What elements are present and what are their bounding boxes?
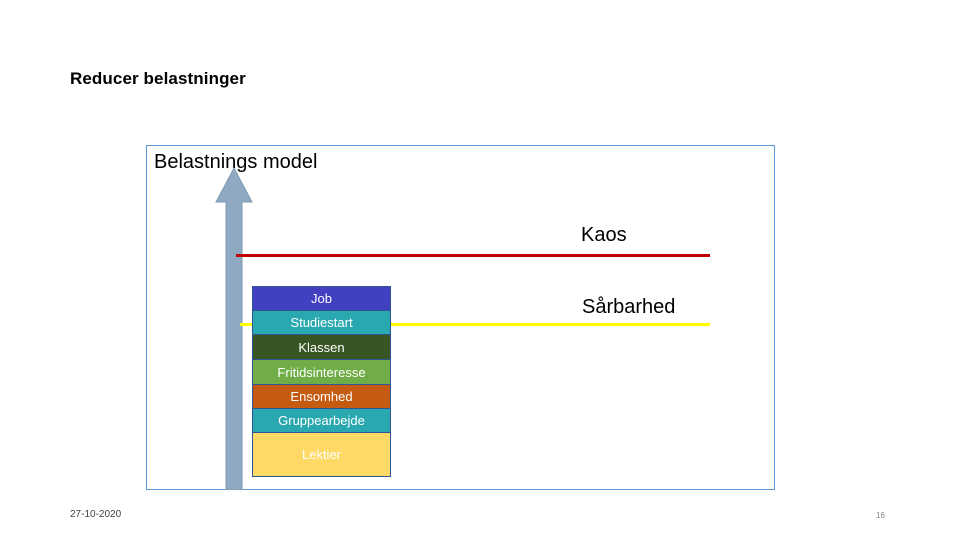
vulnerability-threshold-line bbox=[240, 323, 710, 326]
page-title: Reducer belastninger bbox=[70, 69, 246, 88]
content-frame bbox=[146, 145, 775, 490]
footer-date: 27-10-2020 bbox=[70, 509, 122, 520]
stack-block-ensomhed: Ensomhed bbox=[252, 384, 391, 408]
footer-page-number: 16 bbox=[876, 511, 885, 520]
label-kaos: Kaos bbox=[581, 224, 627, 246]
stack-block-lektier: Lektier bbox=[252, 432, 391, 477]
stack-block-klassen: Klassen bbox=[252, 334, 391, 359]
upward-arrow-icon bbox=[214, 166, 254, 491]
diagram-title: Belastnings model bbox=[154, 151, 318, 173]
stack-block-fritidsinteresse: Fritidsinteresse bbox=[252, 359, 391, 384]
chaos-threshold-line bbox=[236, 254, 710, 257]
stack-block-studiestart: Studiestart bbox=[252, 310, 391, 334]
label-saarbarhed: Sårbarhed bbox=[582, 296, 676, 318]
stack-block-job: Job bbox=[252, 286, 391, 310]
load-stack: Job Studiestart Klassen Fritidsinteresse… bbox=[252, 286, 391, 477]
stack-block-gruppearbejde: Gruppearbejde bbox=[252, 408, 391, 432]
